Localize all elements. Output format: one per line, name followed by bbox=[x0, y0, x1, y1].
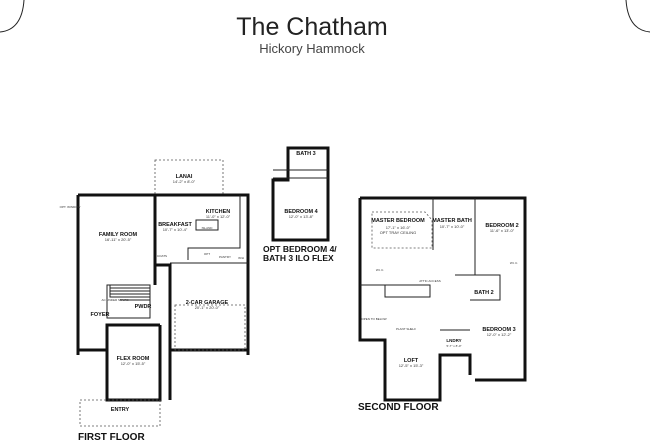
optional-label-line2: BATH 3 ILO FLEX bbox=[263, 253, 334, 263]
room-lanai-dim: 14'-2" x 8'-0" bbox=[173, 179, 196, 184]
first-floor-label: FIRST FLOOR bbox=[78, 432, 145, 443]
note-opt: OPT bbox=[204, 252, 210, 256]
room-garage-label: 2-CAR GARAGE bbox=[186, 300, 229, 306]
first-floor-plan: LANAI 14'-2" x 8'-0" FAMILY ROOM 16'-11"… bbox=[60, 159, 250, 443]
room-entry-label: ENTRY bbox=[111, 407, 130, 413]
room-master-bedroom-label: MASTER BEDROOM bbox=[371, 218, 425, 224]
note-opt-window: OPT. WINDOW bbox=[60, 205, 81, 209]
room-flex-dim: 12'-0" x 15'-5" bbox=[121, 361, 146, 366]
room-master-bath-label: MASTER BATH bbox=[432, 218, 472, 224]
room-bedroom4-dim: 12'-0" x 13'-8" bbox=[289, 214, 314, 219]
room-laundry-dim: 5'-7" x 8'-0" bbox=[446, 344, 461, 348]
second-floor-plan: MASTER BEDROOM 17'-1" x 16'-0" OPT TRAY … bbox=[358, 196, 527, 413]
corner-ornament-left bbox=[0, 0, 25, 33]
room-foyer-label: FOYER bbox=[91, 312, 110, 318]
optional-bedroom-plan: BATH 3 BEDROOM 4 12'-0" x 13'-8" OPT BED… bbox=[263, 146, 337, 263]
note-attic-access: ATTIC ACCESS bbox=[419, 279, 440, 283]
note-wic-master: W.I.C. bbox=[376, 268, 384, 272]
room-kitchen-label: KITCHEN bbox=[206, 209, 230, 215]
note-wic-bedroom2: W.I.C. bbox=[510, 261, 518, 265]
optional-label-line1: OPT BEDROOM 4/ bbox=[263, 244, 337, 254]
room-bedroom3-label: BEDROOM 3 bbox=[482, 327, 515, 333]
room-family-dim: 16'-11" x 20'-5" bbox=[105, 237, 132, 242]
room-bedroom2-dim: 11'-6" x 13'-0" bbox=[490, 228, 515, 233]
community-name: Hickory Hammock bbox=[259, 41, 365, 56]
room-garage-dim: 20'-1" x 20'-0" bbox=[195, 305, 220, 310]
room-bath3-label: BATH 3 bbox=[296, 151, 315, 157]
room-master-bath-dim: 10'-7" x 10'-0" bbox=[440, 224, 465, 229]
room-master-tray-note: OPT TRAY CEILING bbox=[380, 230, 417, 235]
room-flex-label: FLEX ROOM bbox=[117, 356, 150, 362]
note-ac: AC UNDER STAIRS bbox=[101, 298, 128, 302]
room-breakfast-dim: 10'-7" x 10'-4" bbox=[163, 227, 188, 232]
room-bedroom4-label: BEDROOM 4 bbox=[284, 209, 318, 215]
room-pwdr-label: PWDR bbox=[135, 304, 152, 310]
note-open-to-below: OPEN TO BELOW bbox=[361, 317, 386, 321]
note-pantry: PANTRY bbox=[219, 255, 231, 259]
plan-title: The Chatham bbox=[236, 13, 387, 41]
note-wh: W/H bbox=[238, 256, 244, 260]
corner-ornament-right bbox=[625, 0, 650, 33]
room-bath2-label: BATH 2 bbox=[474, 290, 493, 296]
note-coats: COATS bbox=[157, 254, 167, 258]
room-loft-dim: 12'-5" x 15'-3" bbox=[399, 363, 424, 368]
note-plant-shelf: PLANT SHELF bbox=[396, 327, 416, 331]
note-island: ISLAND bbox=[202, 226, 214, 230]
room-breakfast-label: BREAKFAST bbox=[158, 222, 192, 228]
room-bedroom3-dim: 12'-0" x 12'-2" bbox=[487, 332, 512, 337]
room-laundry-label: LNDRY bbox=[446, 338, 461, 343]
room-family-label: FAMILY ROOM bbox=[99, 232, 138, 238]
room-master-bedroom-dim: 17'-1" x 16'-0" bbox=[386, 225, 411, 230]
room-loft-label: LOFT bbox=[404, 358, 419, 364]
room-kitchen-dim: 11'-0" x 12'-0" bbox=[206, 214, 231, 219]
room-lanai-label: LANAI bbox=[176, 174, 193, 180]
room-bedroom2-label: BEDROOM 2 bbox=[485, 223, 518, 229]
second-floor-label: SECOND FLOOR bbox=[358, 402, 439, 413]
